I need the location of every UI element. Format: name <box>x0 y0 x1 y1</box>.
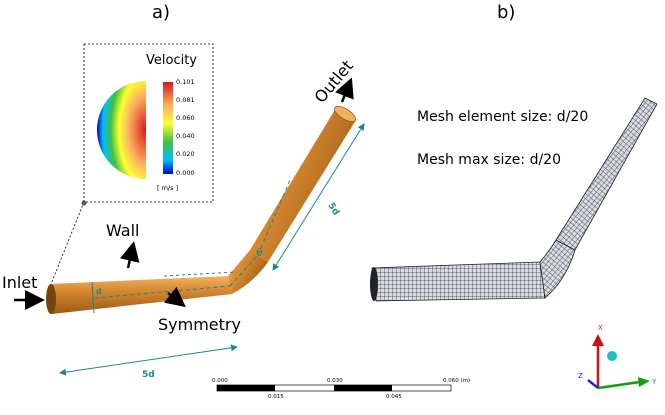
colorbar-unit: [ m/s ] <box>157 184 178 192</box>
scale-bar: 0.000 0.030 0.060 (m) 0.015 0.045 <box>212 378 470 400</box>
length-label-upper: 5d <box>325 201 340 217</box>
y-axis-arrowhead <box>638 377 650 387</box>
wall-arrow <box>119 241 140 269</box>
length-arrow-upper <box>272 123 365 271</box>
velocity-contour-half-disc <box>97 81 146 179</box>
colorbar-tick: 0.081 <box>176 96 195 104</box>
symmetry-arrow <box>164 286 186 308</box>
mesh-geometry <box>370 97 658 302</box>
axis-triad: X Y Z <box>578 324 657 390</box>
diameter-line <box>91 281 95 314</box>
outlet-label: Outlet <box>311 56 357 106</box>
outlet-arrow <box>335 77 354 103</box>
panel-label-a: a) <box>152 2 170 23</box>
colorbar-ticks: 0.101 0.081 0.060 0.040 0.020 0.000 <box>176 78 195 177</box>
colorbar-tick: 0.020 <box>176 150 195 158</box>
scale-label-top: 0.030 <box>327 378 343 384</box>
outlet-cap <box>334 105 356 123</box>
diameter-label: d <box>96 287 102 296</box>
colorbar-tick: 0.060 <box>176 114 195 122</box>
length-label-lower: 5d <box>142 370 155 380</box>
inlet-label: Inlet <box>2 273 37 292</box>
colorbar-tick: 0.000 <box>176 169 195 177</box>
mesh-element-size-label: Mesh element size: d/20 <box>417 109 588 125</box>
z-axis-line <box>587 379 599 389</box>
inset-anchor-dot <box>81 200 87 206</box>
velocity-inset: Velocity 0.101 0.081 0.060 0.040 0.020 0… <box>50 43 214 285</box>
angle-label: θ <box>256 246 263 259</box>
scale-label-top: 0.000 <box>212 378 228 384</box>
y-axis-label: Y <box>651 378 657 386</box>
colorbar <box>163 82 173 174</box>
z-axis-label: Z <box>578 372 583 380</box>
colorbar-tick: 0.040 <box>176 132 195 140</box>
inset-leader-line <box>50 201 85 285</box>
scale-label-bottom: 0.045 <box>386 394 402 400</box>
mesh-max-size-label: Mesh max size: d/20 <box>417 152 561 168</box>
triad-sphere <box>607 351 617 361</box>
inset-title: Velocity <box>146 53 197 68</box>
angle-reference-line <box>163 271 237 277</box>
length-arrow-lower <box>59 344 238 376</box>
symmetry-label: Symmetry <box>158 315 241 334</box>
scale-label-bottom: 0.015 <box>268 394 284 400</box>
panel-label-b: b) <box>497 2 515 23</box>
centerline-horizontal <box>94 285 231 299</box>
x-axis-arrowhead <box>592 334 604 346</box>
wall-label: Wall <box>106 221 140 240</box>
y-axis-line <box>597 380 641 390</box>
colorbar-tick: 0.101 <box>176 78 195 86</box>
mesh-inlet-face <box>370 267 378 301</box>
scale-label-top: 0.060 (m) <box>443 378 470 384</box>
x-axis-label: X <box>598 324 603 332</box>
inlet-cap <box>46 284 56 314</box>
